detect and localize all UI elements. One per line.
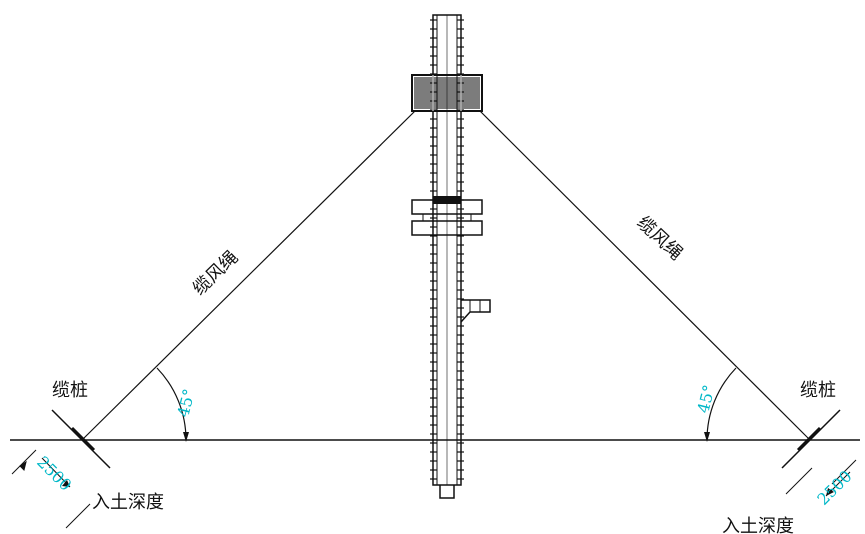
guy-rope-right	[479, 110, 811, 441]
embed-depth-label-right: 入土深度	[722, 516, 794, 534]
angle-label-left: 45°	[173, 387, 198, 419]
guy-rope-label-right: 缆风绳	[633, 212, 687, 264]
angle-arrow-left	[183, 432, 189, 442]
depth-dimension-right	[785, 459, 857, 497]
depth-dimension-left	[11, 449, 91, 529]
guy-rope-left	[81, 110, 416, 441]
tower-mast	[411, 14, 491, 499]
anchor-pile-label-left: 缆桩	[52, 380, 88, 401]
angle-arrow-right	[704, 432, 710, 442]
anchor-pile-left	[51, 409, 111, 469]
anchor-pile-right	[781, 409, 841, 469]
depth-value-left: 2500	[33, 452, 75, 494]
anchor-pile-label-right: 缆桩	[800, 380, 836, 401]
embed-depth-label-left: 入土深度	[92, 492, 164, 513]
angle-label-right: 45°	[693, 383, 718, 415]
guy-rope-label-left: 缆风绳	[189, 247, 242, 300]
